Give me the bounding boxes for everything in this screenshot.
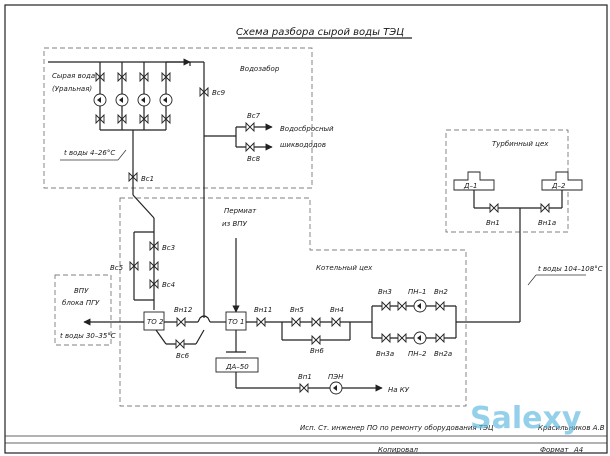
valve-vn12-label: Вн12 [174, 306, 193, 314]
valve-vs4 [149, 278, 159, 290]
zone-turbine-label: Турбинный цех [492, 140, 549, 148]
deaerator-da50 [215, 357, 259, 373]
stamp-author: Исп. Ст. инженер ПО по ремонту оборудова… [300, 424, 494, 432]
pen-label: ПЭН [328, 373, 344, 381]
source-label-1: Сырая вода [52, 72, 95, 80]
valve-vs9-label: Вс9 [212, 89, 226, 97]
valve-vp1-label: Вп1 [298, 373, 312, 381]
deaerator-d2 [541, 171, 583, 191]
stamp-copied: Копировал [378, 446, 419, 454]
intake-pump [115, 71, 129, 125]
valve-vn3 [381, 300, 391, 312]
valve-vs6 [175, 338, 185, 350]
da50-label: ДА–50 [225, 363, 249, 371]
valve-vn1 [489, 202, 499, 214]
valve-vn2-label: Вн2 [434, 288, 448, 296]
source-label-2: (Уральная) [52, 85, 92, 93]
pn2-label: ПН–2 [408, 350, 427, 358]
zone-vodozabor-label: Водозабор [240, 65, 280, 73]
intake-pump [93, 71, 107, 125]
valve-vn6-label: Вн6 [310, 347, 324, 355]
temp-in-label: t воды 4–26°С [64, 149, 115, 157]
vpu-label-2: блока ПГУ [62, 299, 100, 307]
valve-vn3a-label: Вн3а [376, 350, 394, 358]
valve-vp1 [299, 382, 309, 394]
valve-vs1 [128, 171, 138, 183]
valve-vn2a-label: Вн2а [434, 350, 452, 358]
permeate-label-1: Пермиат [224, 207, 257, 215]
valve-vn6 [311, 334, 321, 346]
valve-vs3 [149, 240, 159, 252]
zone-vpu [54, 274, 112, 346]
valve-vs7-label: Вс7 [247, 112, 261, 120]
valve-vn1a-label: Вн1а [538, 219, 556, 227]
intake-pumps [93, 71, 173, 125]
to-ku-label: На КУ [388, 386, 410, 394]
d1-label: Д–1 [463, 182, 477, 190]
heat-exchanger-to2 [143, 311, 165, 331]
valve-vn4 [331, 316, 341, 328]
intake-pump [137, 71, 151, 125]
valve-vn2a [435, 332, 445, 344]
permeate-label-2: из ВПУ [222, 220, 248, 228]
zone-boiler-label: Котельный цех [316, 264, 373, 272]
deaerator-d1 [453, 171, 495, 191]
to1-label: ТО 1 [228, 318, 244, 326]
intake-pump [159, 71, 173, 125]
zone-boiler [119, 197, 467, 407]
zone-vodozabor [43, 47, 313, 189]
valve-vs8 [245, 141, 255, 153]
valve-vs9 [199, 86, 209, 98]
valve-vn11-label: Вн11 [254, 306, 272, 314]
valve-vs8-label: Вс8 [247, 155, 261, 163]
valve-vn3-label: Вн3 [378, 288, 392, 296]
watermark-logo: Salexy [470, 401, 582, 436]
stamp-format-value: А4 [573, 446, 583, 454]
valve-vn2 [435, 300, 445, 312]
valve-vs3-label: Вс3 [162, 244, 175, 252]
valve-vn1a [540, 202, 550, 214]
valve-vs7 [245, 121, 255, 133]
drain-label-1: Водосбросный [280, 125, 334, 133]
valve-vs5 [129, 260, 139, 272]
valve-vs5-label: Вс5 [110, 264, 124, 272]
drain-label-2: шиквододов [280, 141, 326, 149]
valve-vn1-label: Вн1 [486, 219, 500, 227]
vpu-label-1: ВПУ [74, 287, 89, 295]
pn1-label: ПН–1 [408, 288, 426, 296]
valve-vs6-label: Вс6 [176, 352, 190, 360]
valve-vn3a [381, 332, 391, 344]
stamp-format-label: Формат [540, 446, 569, 454]
temp-turbine-label: t воды 104–108°С [538, 265, 603, 273]
stamp-name: Красильников А.В [538, 424, 605, 432]
to2-label: ТО 2 [147, 318, 164, 326]
d2-label: Д–2 [551, 182, 566, 190]
drawing-frame [4, 4, 608, 454]
valve-vn4-label: Вн4 [330, 306, 344, 314]
diagram-title: Схема разбора сырой воды ТЭЦ [236, 26, 404, 38]
valve-vn5 [291, 316, 301, 328]
valve-vn11 [256, 316, 266, 328]
valve-vs1-label: Вс1 [141, 175, 154, 183]
valve-vn12 [176, 316, 186, 328]
temp-out-label: t воды 30–35°С [60, 332, 116, 340]
valve-vn5-label: Вн5 [290, 306, 304, 314]
valve-vs4-label: Вс4 [162, 281, 175, 289]
